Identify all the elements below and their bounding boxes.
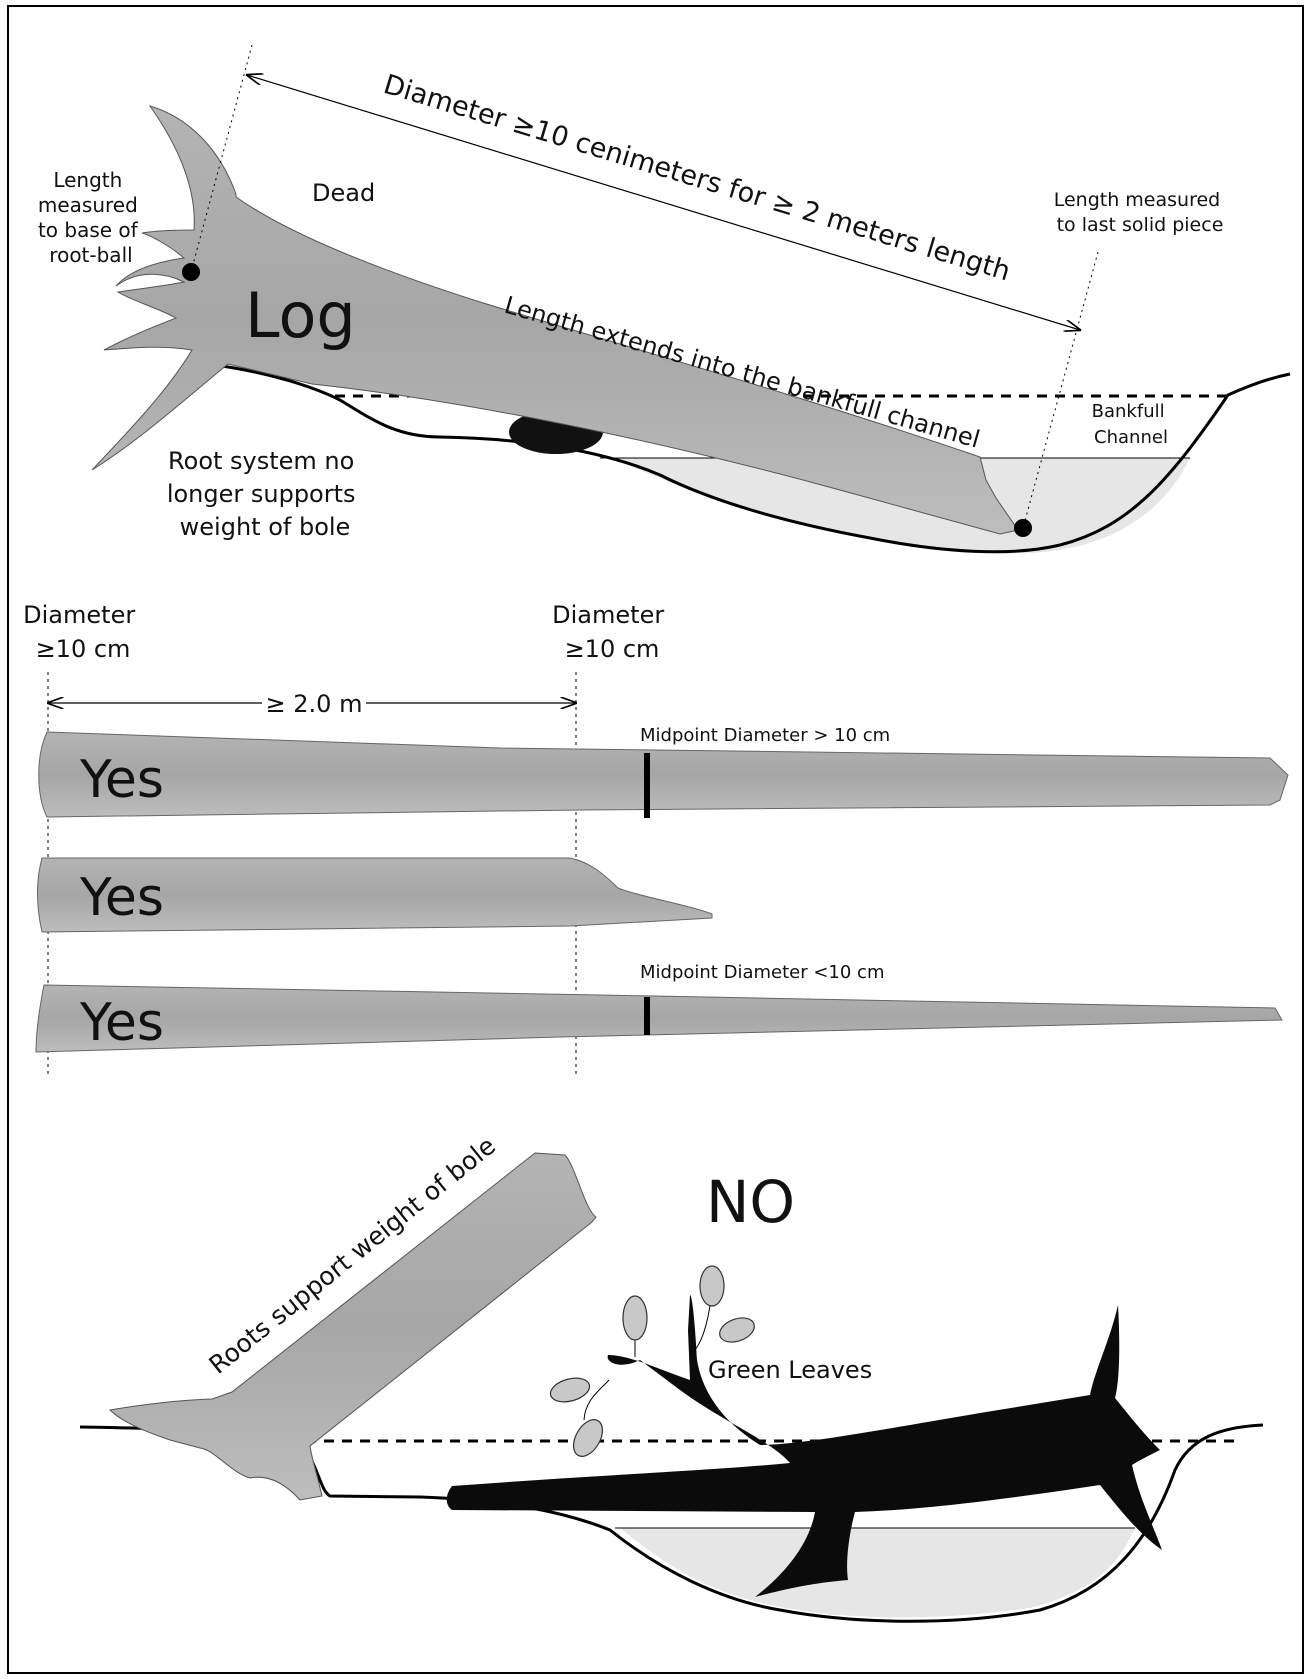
no-label: NO (706, 1168, 795, 1236)
length-to-rootball-label: Length measured to base of root-ball (38, 168, 144, 267)
leaf-1 (623, 1296, 647, 1340)
diameter-left-label: Diameter ≥10 cm (23, 601, 143, 663)
midpoint-marker-3 (644, 997, 650, 1035)
top-panel: Length measured to base of root-ball Dea… (38, 45, 1290, 554)
midpoint-marker-1 (644, 753, 650, 818)
log-verdict-2: Yes (79, 868, 164, 928)
log-verdict-1: Yes (79, 750, 164, 810)
leaf-3 (568, 1415, 609, 1462)
dead-label: Dead (312, 179, 375, 207)
log-verdict-3: Yes (79, 993, 164, 1053)
leaf-2 (548, 1374, 592, 1406)
midpoint-over-label: Midpoint Diameter > 10 cm (640, 725, 890, 746)
log-example-3 (36, 985, 1282, 1052)
bottom-panel: NO Roots support weight of bole Green Le… (80, 1131, 1263, 1621)
bankfull-channel-label: Bankfull Channel (1092, 401, 1171, 448)
midpoint-under-label: Midpoint Diameter <10 cm (640, 962, 884, 983)
diameter-right-label: Diameter ≥10 cm (552, 601, 672, 663)
leaf-4 (700, 1266, 724, 1306)
root-system-label: Root system no longer supports weight of… (167, 447, 363, 541)
leaf-5 (716, 1314, 757, 1347)
middle-panel: Diameter ≥10 cm Diameter ≥10 cm ≥ 2.0 m … (23, 601, 1288, 1078)
rooted-leaning-log (110, 1153, 596, 1500)
length-2m-label: ≥ 2.0 m (266, 690, 363, 718)
diameter-rule-label: Diameter ≥10 cenimeters for ≥ 2 meters l… (380, 69, 1014, 287)
green-leaves-label: Green Leaves (708, 1356, 872, 1384)
length-to-last-piece-label: Length measured to last solid piece (1054, 189, 1227, 236)
log-label: Log (245, 279, 356, 352)
